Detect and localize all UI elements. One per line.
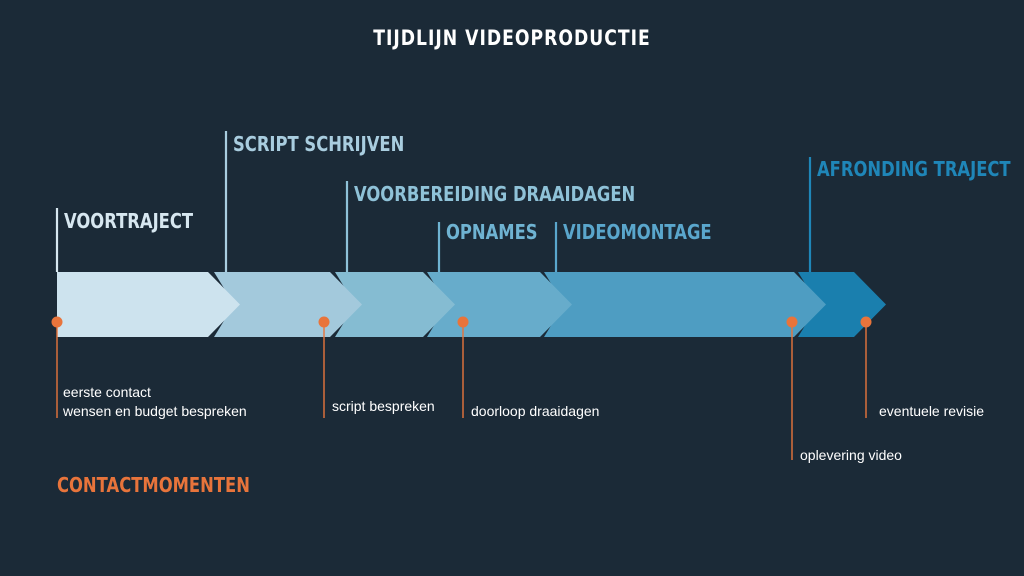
page-title: TIJDLIJN VIDEOPRODUCTIE [373, 26, 651, 50]
contact-moments-title: CONTACTMOMENTEN [57, 475, 250, 498]
contact-note-1-1: eerste contact [63, 384, 151, 400]
phase-label-2: SCRIPT SCHRIJVEN [233, 134, 404, 157]
phase-label-6: AFRONDING TRAJECT [817, 159, 1011, 182]
contact-note-2-1: script bespreken [332, 398, 435, 414]
phase-arrow-3 [335, 272, 455, 337]
phase-label-4: OPNAMES [446, 222, 538, 245]
contact-dot-4 [786, 316, 798, 328]
contact-note-3-1: doorloop draaidagen [471, 403, 599, 419]
contact-note-4-1: oplevering video [800, 447, 902, 463]
phase-label-5: VIDEOMONTAGE [563, 222, 712, 245]
phase-arrow-5 [544, 272, 826, 337]
contact-dot-2 [318, 316, 330, 328]
phase-label-1: VOORTRAJECT [64, 211, 194, 234]
phase-arrow-1 [57, 272, 240, 337]
contact-dot-1 [51, 316, 63, 328]
phase-arrows [57, 272, 886, 337]
contact-dot-3 [457, 316, 469, 328]
phase-markers: VOORTRAJECT SCRIPT SCHRIJVEN VOORBEREIDING… [55, 131, 1011, 272]
contact-dot-5 [860, 316, 872, 328]
contact-markers: eerste contact wensen en budget bespreken… [51, 316, 984, 463]
contact-note-1-2: wensen en budget bespreken [62, 403, 247, 419]
contact-note-5-1: eventuele revisie [879, 403, 984, 419]
phase-label-3: VOORBEREIDING DRAAIDAGEN [354, 184, 635, 207]
